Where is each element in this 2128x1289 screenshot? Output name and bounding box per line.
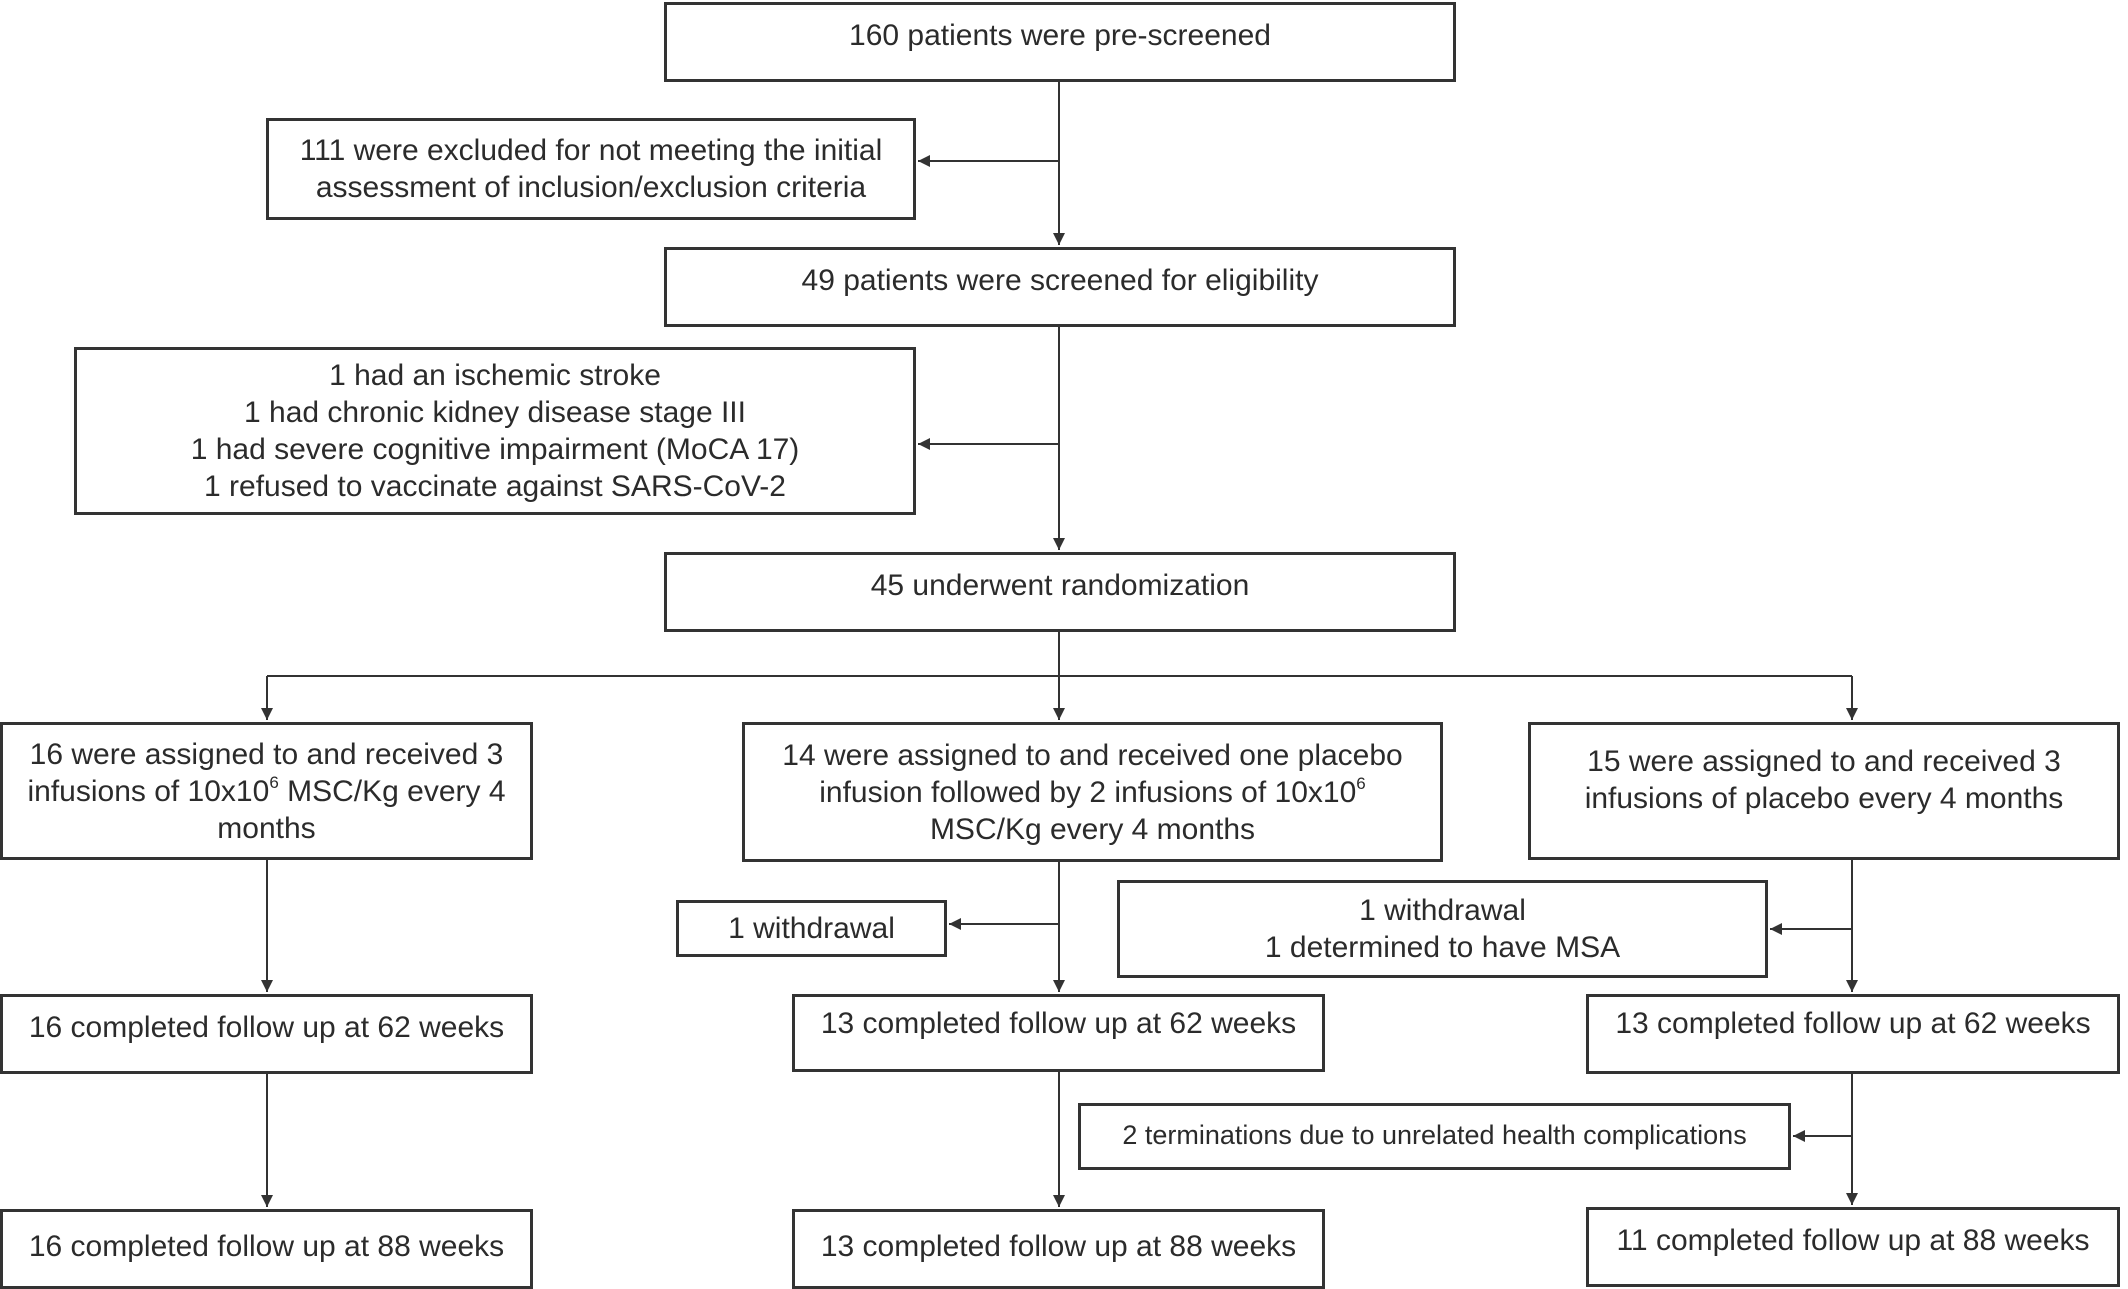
arm2-assignment-box: 14 were assigned to and received one pla… xyxy=(742,722,1443,862)
arm2-exponent: 6 xyxy=(1356,773,1366,793)
randomization-text: 45 underwent randomization xyxy=(870,569,1250,602)
arm1-followup-88-box: 16 completed follow up at 88 weeks xyxy=(0,1209,533,1289)
arm3-followup-62-box: 13 completed follow up at 62 weeks xyxy=(1586,994,2120,1074)
arm2-withdrawal-text: 1 withdrawal xyxy=(728,912,895,945)
reason-item: 1 refused to vaccinate against SARS-CoV-… xyxy=(204,470,786,503)
reason-item: 1 had an ischemic stroke xyxy=(329,359,661,392)
arm1-assignment-box: 16 were assigned to and received 3 infus… xyxy=(0,722,533,860)
arm2-followup-88-box: 13 completed follow up at 88 weeks xyxy=(792,1209,1325,1289)
arm3-withdrawal-text-line2: 1 determined to have MSA xyxy=(1264,931,1621,964)
reason-item: 1 had chronic kidney disease stage III xyxy=(244,396,746,429)
prescreened-text: 160 patients were pre-screened xyxy=(849,19,1271,52)
arm3-withdrawal-text-line1: 1 withdrawal xyxy=(1359,894,1526,927)
arm1-text-line2: infusions of 10x106 MSC/Kg every 4 xyxy=(27,773,505,810)
arm2-followup-62-box: 13 completed follow up at 62 weeks xyxy=(792,994,1325,1072)
arm2-text-line1: 14 were assigned to and received one pla… xyxy=(782,738,1403,772)
arm1-followup-62-text: 16 completed follow up at 62 weeks xyxy=(28,1011,505,1044)
arm2-withdrawal-box: 1 withdrawal xyxy=(676,900,947,957)
arm1-text-line2-pre: infusions of 10x10 xyxy=(27,774,270,808)
exclusion-reasons-box: 1 had an ischemic stroke 1 had chronic k… xyxy=(74,347,916,515)
prescreened-box: 160 patients were pre-screened xyxy=(664,2,1456,82)
excluded-text-line2: assessment of inclusion/exclusion criter… xyxy=(315,171,867,204)
arm1-followup-62-box: 16 completed follow up at 62 weeks xyxy=(0,994,533,1074)
arm3-assignment-box: 15 were assigned to and received 3 infus… xyxy=(1528,722,2120,860)
arm2-text-line3: MSC/Kg every 4 months xyxy=(929,812,1256,846)
arm3-withdrawal-box: 1 withdrawal 1 determined to have MSA xyxy=(1117,880,1768,978)
arm1-text-line1: 16 were assigned to and received 3 xyxy=(29,737,504,771)
arm3-terminations-text: 2 terminations due to unrelated health c… xyxy=(1122,1120,1747,1150)
screened-text: 49 patients were screened for eligibilit… xyxy=(801,264,1319,297)
arm3-followup-88-text: 11 completed follow up at 88 weeks xyxy=(1616,1224,2090,1257)
arm2-followup-62-text: 13 completed follow up at 62 weeks xyxy=(820,1007,1297,1040)
randomization-box: 45 underwent randomization xyxy=(664,552,1456,632)
arm1-exponent: 6 xyxy=(269,772,279,792)
arm1-followup-88-text: 16 completed follow up at 88 weeks xyxy=(28,1230,505,1263)
screened-box: 49 patients were screened for eligibilit… xyxy=(664,247,1456,327)
arm1-text-line2-post: MSC/Kg every 4 xyxy=(278,774,506,808)
reason-item: 1 had severe cognitive impairment (MoCA … xyxy=(190,433,800,466)
arm3-followup-62-text: 13 completed follow up at 62 weeks xyxy=(1615,1007,2091,1040)
arm3-text-line2: infusions of placebo every 4 months xyxy=(1584,782,2064,815)
arm2-text-line2-pre: infusion followed by 2 infusions of 10x1… xyxy=(819,775,1357,809)
arm3-followup-88-box: 11 completed follow up at 88 weeks xyxy=(1586,1207,2120,1287)
excluded-box: 111 were excluded for not meeting the in… xyxy=(266,118,916,220)
arm2-followup-88-text: 13 completed follow up at 88 weeks xyxy=(820,1230,1297,1263)
excluded-text-line1: 111 were excluded for not meeting the in… xyxy=(299,134,883,167)
arm2-text-line2: infusion followed by 2 infusions of 10x1… xyxy=(819,774,1365,811)
arm3-terminations-box: 2 terminations due to unrelated health c… xyxy=(1078,1103,1791,1170)
arm1-text-line3: months xyxy=(217,811,316,845)
arm3-text-line1: 15 were assigned to and received 3 xyxy=(1587,745,2061,778)
